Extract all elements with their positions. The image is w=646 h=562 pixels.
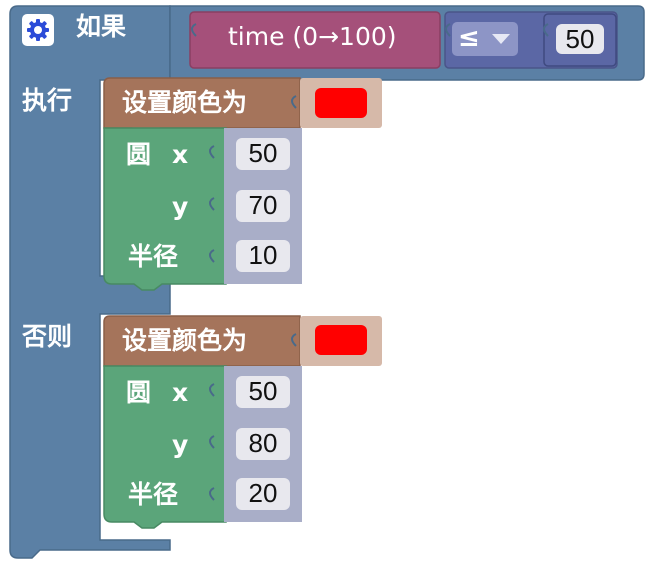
then-circle-label: 圆: [126, 140, 152, 169]
else-x-label: x: [172, 378, 189, 407]
then-x-label: x: [172, 140, 189, 169]
else-label: 否则: [22, 322, 73, 351]
else-circle-block[interactable]: [103, 365, 227, 529]
input-notches: [191, 23, 549, 501]
else-set-colour-label: 设置颜色为: [122, 326, 248, 355]
if-else-block[interactable]: [9, 5, 171, 559]
do-label: 执行: [22, 86, 73, 115]
else-y-field[interactable]: 80: [236, 428, 290, 460]
else-y-label: y: [172, 430, 189, 459]
then-radius-field[interactable]: 10: [236, 240, 290, 272]
else-circle-label: 圆: [126, 378, 152, 407]
then-circle-block[interactable]: [103, 127, 227, 291]
operator-dropdown[interactable]: ≤: [452, 22, 518, 56]
then-radius-label: 半径: [128, 242, 179, 271]
variable-block-time[interactable]: [189, 11, 441, 69]
operator-symbol: ≤: [458, 23, 480, 53]
gear-icon[interactable]: [22, 14, 54, 46]
else-radius-label: 半径: [128, 480, 179, 509]
else-colour-swatch[interactable]: [315, 325, 367, 355]
then-colour-swatch[interactable]: [315, 88, 367, 118]
then-x-field[interactable]: 50: [236, 138, 290, 170]
compare-value-field[interactable]: 50: [556, 24, 604, 54]
else-x-field[interactable]: 50: [236, 376, 290, 408]
if-label: 如果: [76, 12, 127, 41]
chevron-down-icon: [492, 34, 510, 44]
then-y-field[interactable]: 70: [236, 190, 290, 222]
else-radius-field[interactable]: 20: [236, 478, 290, 510]
then-set-colour-label: 设置颜色为: [122, 88, 248, 117]
variable-time-label: time (0→100): [228, 22, 397, 51]
then-y-label: y: [172, 192, 189, 221]
